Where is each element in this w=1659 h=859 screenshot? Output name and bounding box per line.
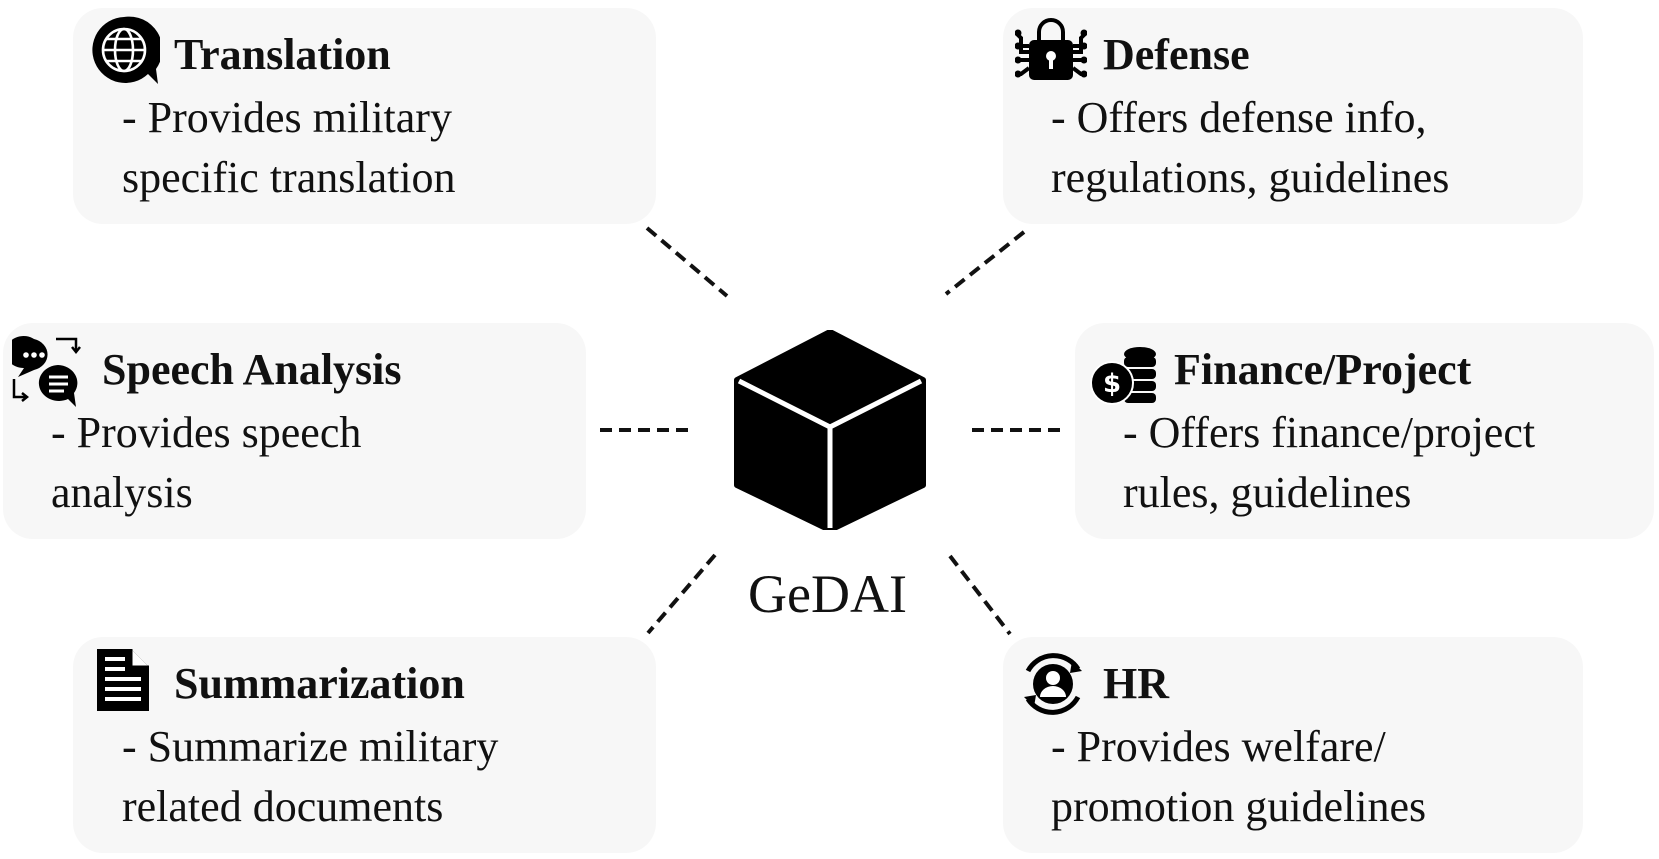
user-cycle-icon (1024, 653, 1082, 715)
connector-defense (944, 230, 1026, 296)
card-title: HR (1103, 659, 1169, 708)
connector-translation (645, 226, 729, 298)
svg-text:$: $ (1103, 369, 1121, 399)
card-translation: Translation - Provides military specific… (73, 8, 656, 224)
card-description: - Offers finance/project rules, guidelin… (1123, 408, 1536, 517)
card-description: - Provides military specific translation (122, 93, 456, 202)
document-icon (97, 649, 149, 711)
card-title: Translation (174, 30, 391, 79)
card-speech-analysis: Speech Analysis - Provides speech analys… (3, 323, 586, 539)
card-defense: Defense - Offers defense info, regulatio… (1003, 8, 1583, 224)
card-summarization: Summarization - Summarize military relat… (73, 637, 656, 853)
chat-bubbles-icon (12, 336, 81, 407)
card-title: Defense (1103, 30, 1250, 79)
card-title: Finance/Project (1174, 345, 1472, 394)
globe-chat-icon (92, 16, 160, 84)
lock-circuit-icon (1015, 18, 1087, 80)
card-title: Summarization (174, 659, 465, 708)
connector-summarization (646, 553, 717, 635)
card-description: - Provides welfare/ promotion guidelines (1051, 722, 1427, 831)
center-label: GeDAI (748, 564, 907, 624)
card-description: - Provides speech analysis (51, 408, 362, 517)
card-finance-project: $ Finance/Project - Offers finance/proje… (1075, 323, 1654, 539)
card-description: - Offers defense info, regulations, guid… (1051, 93, 1450, 202)
dollar-coins-icon: $ (1090, 347, 1156, 405)
card-description: - Summarize military related documents (122, 722, 499, 831)
gedai-cube-icon (734, 330, 926, 530)
card-title: Speech Analysis (102, 345, 402, 394)
connector-hr (948, 554, 1012, 636)
card-hr: HR - Provides welfare/ promotion guideli… (1003, 637, 1583, 853)
